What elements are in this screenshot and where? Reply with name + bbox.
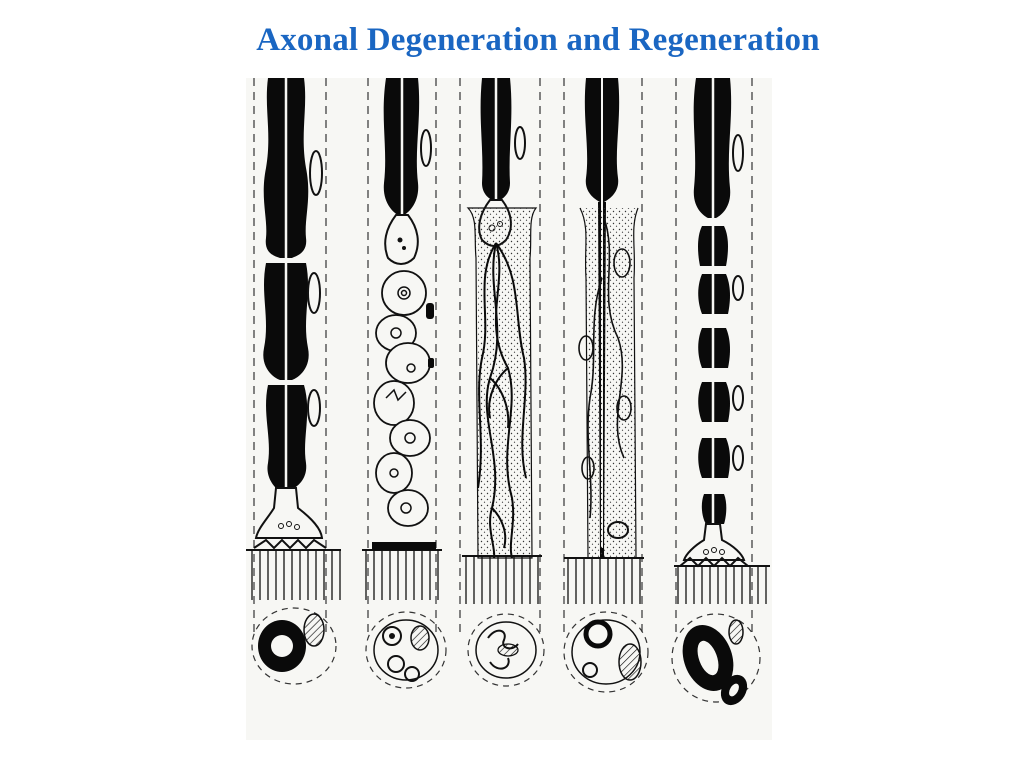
nerve-terminal: [254, 487, 324, 539]
panel-degeneration: [362, 78, 447, 689]
slide-title: Axonal Degeneration and Regeneration: [256, 22, 820, 58]
panel-remyelinated: [671, 78, 770, 706]
schwann-nucleus: [309, 150, 323, 196]
axon-sprouts: [477, 242, 527, 559]
nerve-fiber-illustration: [246, 78, 772, 740]
endoneurial-sheath-dashes: [253, 78, 327, 638]
panel-sprouting: [459, 78, 545, 687]
panel-normal-fiber: [246, 78, 341, 685]
panel-regeneration: [563, 78, 649, 693]
macrophage: [381, 270, 427, 316]
